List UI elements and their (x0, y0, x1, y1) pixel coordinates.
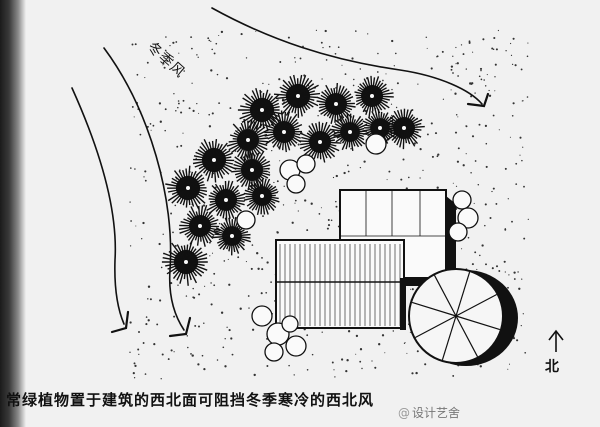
evergreen-tree (227, 119, 269, 162)
watermark-text: 设计艺舍 (412, 404, 460, 421)
wind-arrow-left (72, 88, 124, 324)
shrub (449, 223, 467, 241)
evergreen-tree (317, 83, 356, 125)
evergreen-tree (355, 76, 394, 118)
shrub (297, 155, 315, 173)
evergreen-tree (179, 205, 220, 247)
deciduous-tree (409, 269, 518, 366)
figure-caption: 常绿植物置于建筑的西北面可阻挡冬季寒冷的西北风 (6, 389, 374, 410)
shrub (287, 175, 305, 193)
shrub (237, 211, 255, 229)
north-label: 北 (545, 356, 559, 376)
evergreen-tree (385, 109, 425, 149)
evergreen-tree (162, 241, 208, 286)
shrub (252, 306, 272, 326)
shrub (366, 134, 386, 154)
shrub (453, 191, 471, 209)
wind-arrow-middle-head (170, 318, 190, 336)
evergreen-tree (274, 75, 320, 118)
shrub (282, 316, 298, 332)
building-front-roof-lines (276, 244, 404, 326)
watermark-at-icon: @ (398, 406, 410, 420)
shrub (265, 343, 283, 361)
watermark: @设计艺舍 (398, 404, 460, 421)
evergreen-tree (331, 113, 368, 151)
north-arrow (549, 331, 563, 352)
shrub (286, 336, 306, 356)
